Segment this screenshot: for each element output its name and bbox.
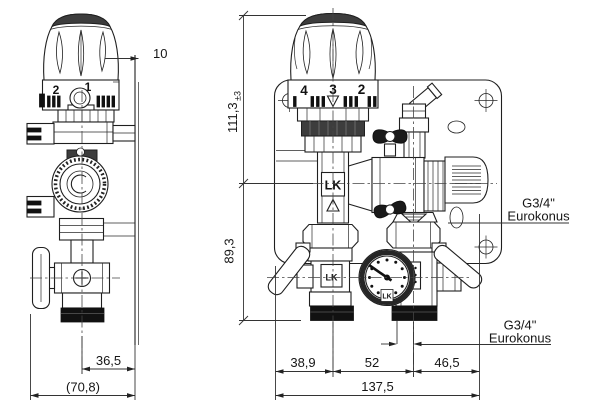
connection-size-label: G3/4"	[522, 196, 555, 211]
gauge-needle	[368, 263, 388, 279]
head-scale-number: 3	[329, 82, 337, 97]
lk-logo-box	[380, 289, 394, 302]
wing-handle-top	[372, 129, 408, 157]
dim-height-lower-label: 89,3	[222, 238, 237, 263]
dim-heights: 111,3±3 89,3	[222, 10, 313, 326]
lk-logo-box	[320, 263, 343, 288]
wing-handle-lower	[373, 200, 407, 219]
dim-center-to-plate-label: 36,5	[96, 353, 121, 368]
thread-connection	[310, 305, 354, 321]
thread-side	[60, 307, 105, 323]
dim-span-left-label: 38,9	[290, 355, 315, 370]
dim-center-to-plate: 36,5	[81, 336, 136, 400]
check-valve-cone	[392, 211, 438, 226]
head-scale-number: 2	[53, 83, 60, 97]
head-scale-number: 4	[300, 83, 308, 98]
union-nut-left	[302, 223, 359, 249]
dim-span-right-label: 46,5	[434, 355, 459, 370]
mounting-hole-marker	[474, 89, 498, 112]
dim-span-mid-label: 52	[365, 355, 379, 370]
gauge-side	[51, 147, 109, 213]
connection-type-label: Eurokonus	[489, 331, 552, 346]
dim-overall-depth-label: (70,8)	[66, 380, 100, 395]
connection-label-bottom: G3/4" Eurokonus	[381, 318, 552, 347]
mounting-hole-marker	[474, 235, 498, 259]
left-view-side: 2 1	[26, 13, 167, 400]
dim-overall-depth: (70,8)	[30, 314, 135, 400]
dim-offset: 10	[105, 46, 167, 61]
band-notch	[39, 93, 45, 108]
plate-slot	[449, 206, 464, 229]
thermostat-head-side: 2 1	[39, 13, 120, 120]
flow-arrow	[326, 198, 340, 212]
right-view-front: LK 4 3 2	[222, 8, 570, 400]
thermostat-head-front: 4 3 2	[287, 12, 379, 153]
mounting-plate-side	[134, 55, 139, 345]
lk-logo: LK	[382, 294, 391, 301]
valve-body-side	[26, 109, 136, 145]
thread-connection	[391, 305, 438, 321]
head-scale-number: 1	[85, 80, 92, 94]
connection-size-label: G3/4"	[504, 318, 537, 333]
lower-valve-side	[26, 195, 135, 323]
head-scale-number: 2	[358, 82, 366, 97]
connection-label-top: G3/4" Eurokonus	[448, 196, 570, 224]
plate-slot	[447, 120, 466, 134]
air-vent	[398, 82, 443, 159]
dim-span-total-label: 137,5	[361, 379, 394, 394]
lk-logo: LK	[325, 179, 342, 193]
dim-height-total-label: 111,3±3	[225, 91, 243, 133]
dim-bottom-chain: 38,9 52 46,5 137,5	[275, 214, 480, 400]
lever-left	[267, 242, 311, 296]
connection-type-label: Eurokonus	[507, 209, 570, 224]
head-cap-side	[51, 13, 111, 28]
dim-offset-label: 10	[153, 46, 167, 61]
